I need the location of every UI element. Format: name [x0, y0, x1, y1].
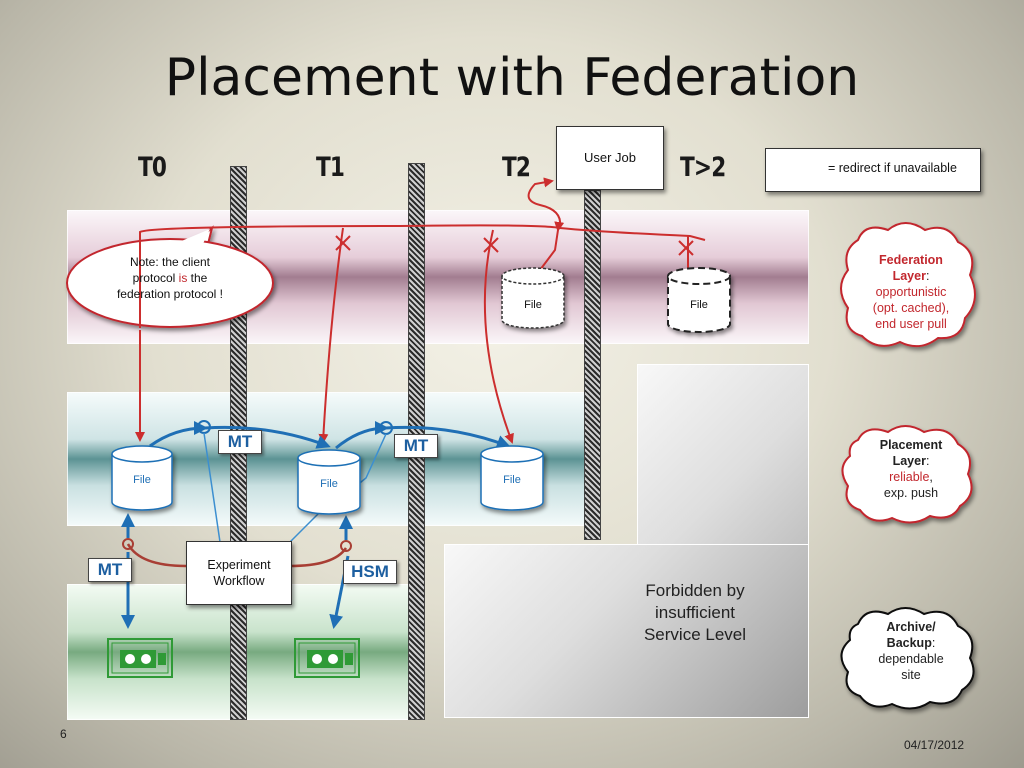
placement-layer-text: Placement Layer: reliable, exp. push	[879, 438, 943, 500]
mt-label-archive: MT	[88, 558, 132, 582]
federation-path	[139, 224, 706, 328]
file-cylinder-placement-t0	[111, 445, 173, 511]
mt-label-1: MT	[218, 430, 262, 454]
archive-layer-text: Archive/ Backup: dependable site	[878, 620, 944, 682]
hsm-label: HSM	[343, 560, 397, 584]
time-label-t3: T>2	[680, 152, 726, 183]
time-label-t1: T1	[316, 152, 345, 183]
note-bubble	[66, 225, 274, 328]
note-text: Note: the client protocol is the federat…	[116, 255, 224, 301]
file-label-pla-t1: File	[320, 478, 338, 490]
cloud-federation	[840, 222, 976, 348]
page-number: 6	[60, 727, 67, 741]
file-cylinder-federation-t3	[667, 267, 731, 333]
federation-layer-text: Federation Layer: opportunistic (opt. ca…	[872, 253, 950, 331]
file-label-pla-t2: File	[503, 474, 521, 486]
forbidden-text: Forbidden by insufficient Service Level	[643, 581, 747, 644]
time-divider-t2-t3	[584, 190, 601, 540]
arrow-to-userjob	[527, 177, 562, 227]
tape-icon-t0	[107, 638, 173, 678]
file-label-fed-t3: File	[690, 299, 708, 311]
file-cylinder-federation-t2	[501, 267, 565, 329]
file-cylinder-placement-t2	[480, 445, 544, 511]
arrow-t1-down	[318, 227, 344, 444]
mt-arrow-1b	[204, 425, 331, 449]
arrow-t2-down	[483, 229, 514, 444]
time-label-t0: T0	[138, 152, 167, 183]
cloud-placement	[841, 425, 973, 524]
arrow-file-up	[539, 221, 565, 271]
legend-text: = redirect if unavailable	[828, 161, 957, 175]
experiment-workflow-box: Experiment Workflow	[186, 541, 292, 605]
legend-box: = redirect if unavailable	[765, 148, 981, 192]
time-label-t2: T2	[502, 152, 531, 183]
tape-icon-t1	[294, 638, 360, 678]
slide-date: 04/17/2012	[904, 738, 965, 752]
mt-label-2: MT	[394, 434, 438, 458]
mt-arrow-2a	[335, 421, 389, 450]
file-label-fed-t2: File	[524, 299, 542, 311]
mt-arrow-1a	[149, 421, 208, 448]
redirect-x-marks	[335, 235, 694, 256]
cloud-archive	[840, 607, 975, 710]
slide-title: Placement with Federation	[164, 48, 860, 108]
forbidden-region-lower	[444, 544, 809, 718]
mt-arrow-2b	[385, 425, 511, 449]
file-label-pla-t0: File	[133, 474, 151, 486]
user-job-box: User Job	[556, 126, 664, 190]
file-cylinder-placement-t1	[297, 449, 361, 515]
